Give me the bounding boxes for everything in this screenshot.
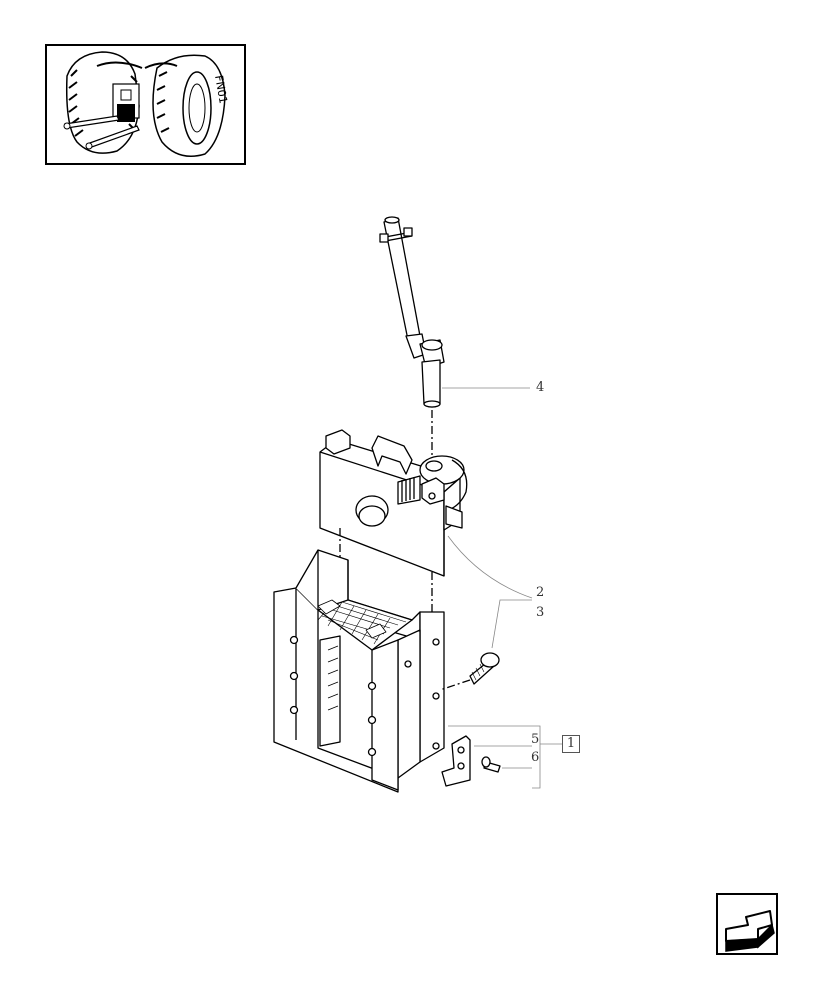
previous-page-button[interactable] <box>716 893 778 955</box>
inset-caption: FN01 <box>212 74 230 104</box>
callout-2: 2 <box>536 585 545 600</box>
bolt <box>469 652 500 685</box>
screw <box>481 756 501 773</box>
callout-4: 4 <box>536 380 545 395</box>
tractor-rear-thumbnail-icon: FN01 <box>63 51 230 157</box>
kit-callout-box: 1 <box>562 735 580 753</box>
location-thumbnail: FN01 <box>45 44 246 165</box>
callout-5: 5 <box>531 732 540 747</box>
bracket <box>441 735 471 787</box>
hitch-frame <box>273 549 445 793</box>
previous-page-arrow-icon <box>725 910 775 952</box>
callout-3: 3 <box>536 605 545 620</box>
lever-rod <box>379 216 445 408</box>
latch-block <box>319 429 468 577</box>
callout-6: 6 <box>531 750 540 765</box>
